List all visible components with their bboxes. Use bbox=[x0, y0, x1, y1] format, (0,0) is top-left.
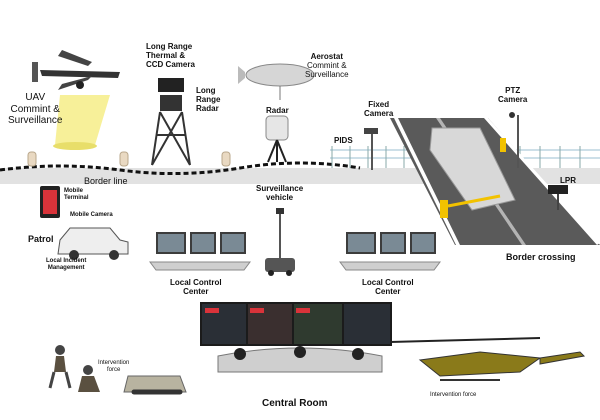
sensor-tower-icon bbox=[151, 78, 191, 166]
intervention-left-line-2: force bbox=[107, 366, 121, 373]
border-crossing-label: Border crossing bbox=[506, 252, 576, 262]
mobile-terminal-line-1: Mobile bbox=[64, 188, 83, 194]
mobile-terminal-label: Mobile Terminal bbox=[64, 188, 89, 202]
fixed-camera-pole bbox=[364, 128, 378, 170]
fixed-camera-line-2: Camera bbox=[364, 109, 394, 119]
ptz-camera-pole bbox=[509, 112, 519, 168]
radar-label: Radar bbox=[266, 106, 289, 115]
lcc-right-line-2: Center bbox=[375, 287, 401, 297]
local-incident-line-2: Management bbox=[47, 264, 85, 271]
ptz-line-1: PTZ bbox=[505, 86, 521, 95]
lr-radar-line-3: Radar bbox=[196, 104, 219, 114]
intervention-left-icon bbox=[48, 345, 187, 395]
aerostat-line-1: Aerostat bbox=[310, 52, 344, 61]
uav-label-line-1: UAV bbox=[25, 92, 46, 103]
uav-icon bbox=[32, 50, 120, 150]
border-posts bbox=[27, 151, 231, 167]
long-range-camera-label: Long Range Thermal & CCD Camera bbox=[146, 42, 195, 70]
central-room-label: Central Room bbox=[262, 398, 328, 409]
lr-radar-line-2: Range bbox=[196, 95, 221, 105]
local-control-left-icon bbox=[149, 232, 251, 271]
aerostat-label: Aerostat Commint & Surveillance bbox=[305, 52, 349, 80]
border-crossing-road bbox=[390, 118, 600, 245]
surveillance-vehicle-icon bbox=[265, 208, 295, 276]
intervention-right-label: Intervention force bbox=[430, 392, 477, 398]
long-range-line-1: Long Range bbox=[146, 42, 193, 51]
surv-vehicle-line-2: vehicle bbox=[266, 193, 294, 203]
border-line-path bbox=[0, 161, 361, 176]
aerostat-line-2: Commint & bbox=[307, 61, 347, 71]
radar-icon bbox=[265, 115, 289, 163]
intervention-left-label: Intervention force bbox=[98, 360, 129, 374]
uav-label: UAV Commint & Surveillance bbox=[8, 92, 62, 127]
central-room-icon bbox=[200, 302, 392, 373]
lpr-camera-icon bbox=[548, 185, 568, 210]
mobile-camera-label: Mobile Camera bbox=[70, 212, 113, 218]
lpr-label: LPR bbox=[560, 176, 576, 185]
local-incident-label: Local Incident Management bbox=[46, 258, 86, 272]
ptz-line-2: Camera bbox=[498, 95, 528, 105]
long-range-line-3: CCD Camera bbox=[146, 60, 195, 70]
border-line-label: Border line bbox=[84, 176, 128, 186]
local-control-right-label: Local Control Center bbox=[362, 278, 414, 296]
lcc-left-line-2: Center bbox=[183, 287, 209, 297]
lcc-left-line-1: Local Control bbox=[170, 278, 222, 287]
pids-label: PIDS bbox=[334, 136, 353, 145]
long-range-line-2: Thermal & bbox=[146, 51, 186, 61]
helicopter-icon bbox=[389, 337, 586, 381]
mobile-terminal-line-2: Terminal bbox=[64, 194, 89, 201]
uav-label-line-3: Surveillance bbox=[8, 115, 63, 126]
fixed-camera-line-1: Fixed bbox=[368, 100, 390, 109]
intervention-left-line-1: Intervention bbox=[98, 360, 130, 366]
patrol-label: Patrol bbox=[28, 234, 54, 244]
patrol-car-icon bbox=[40, 186, 129, 260]
surveillance-vehicle-label: Surveillance vehicle bbox=[256, 184, 303, 202]
ptz-camera-label: PTZ Camera bbox=[498, 86, 527, 104]
lr-radar-line-1: Long bbox=[196, 86, 216, 95]
aerostat-icon bbox=[238, 63, 315, 100]
local-incident-line-1: Local Incident bbox=[46, 258, 87, 264]
local-control-left-label: Local Control Center bbox=[170, 278, 222, 296]
local-control-right-icon bbox=[339, 232, 441, 271]
uav-label-line-2: Commint & bbox=[10, 103, 60, 115]
long-range-radar-label: Long Range Radar bbox=[196, 86, 220, 114]
surv-vehicle-line-1: Surveillance bbox=[256, 184, 304, 193]
lcc-right-line-1: Local Control bbox=[362, 278, 414, 287]
aerostat-line-3: Surveillance bbox=[305, 70, 349, 80]
fixed-camera-label: Fixed Camera bbox=[364, 100, 393, 118]
